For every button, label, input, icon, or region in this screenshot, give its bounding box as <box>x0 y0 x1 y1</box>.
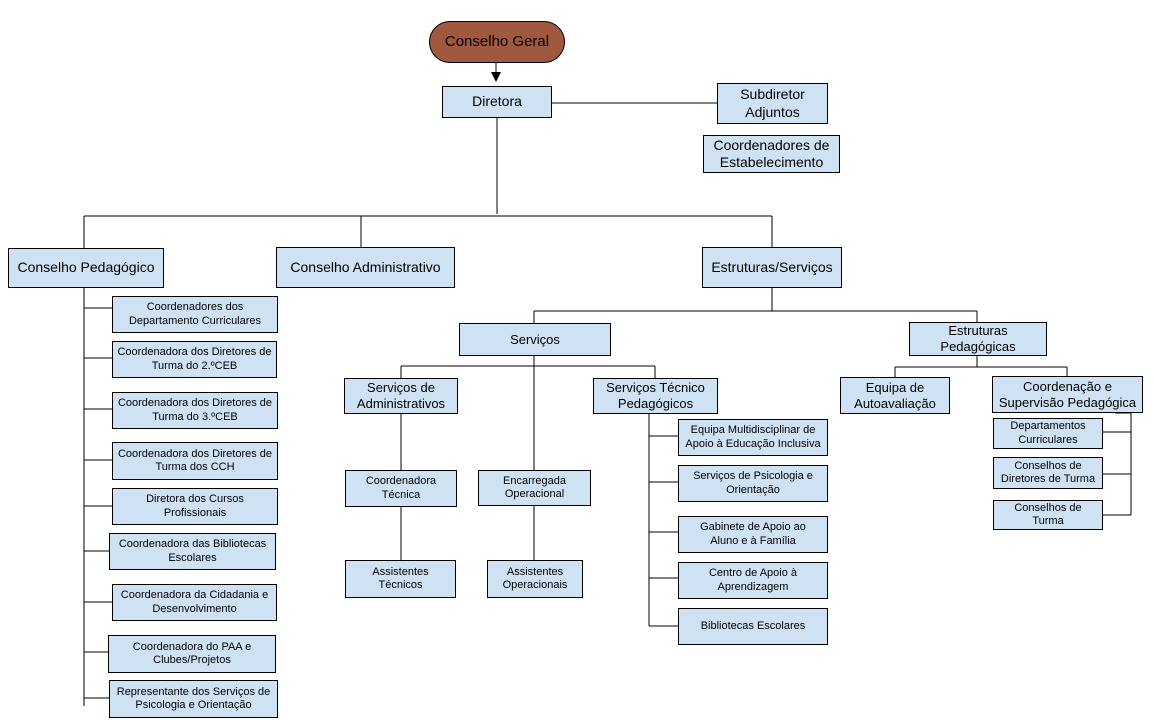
ped-item-label: Coordenadora dos Diretores de Turma dos … <box>117 447 273 473</box>
coordenadores-estabelecimento-label: Coordenadores de Estabelecimento <box>713 136 830 170</box>
diretora-node[interactable]: Diretora <box>442 86 552 118</box>
ped-item-label: Coordenadora dos Diretores de Turma do 3… <box>117 397 273 423</box>
servicos-psicologia-node[interactable]: Serviços de Psicologia e Orientação <box>678 465 828 502</box>
departamentos-curriculares-node[interactable]: Departamentos Curriculares <box>993 418 1103 449</box>
centro-apoio-label: Centro de Apoio à Aprendizagem <box>708 567 798 593</box>
servicos-tecnico-pedagogicos-label: Serviços Técnico Pedagógicos <box>606 380 705 411</box>
diretora-label: Diretora <box>472 93 522 110</box>
conselhos-turma-node[interactable]: Conselhos de Turma <box>993 500 1103 530</box>
encarregada-operacional-label: Encarregada Operacional <box>503 474 566 500</box>
ped-item-5[interactable]: Diretora dos Cursos Profissionais <box>112 488 278 525</box>
equipa-multidisciplinar-label: Equipa Multidisciplinar de Apoio à Educa… <box>685 424 821 450</box>
subdiretor-label: Subdiretor Adjuntos <box>740 86 805 120</box>
conselhos-diretores-turma-node[interactable]: Conselhos de Diretores de Turma <box>993 457 1103 489</box>
ped-item-label: Diretora dos Cursos Profissionais <box>146 493 244 519</box>
ped-item-3[interactable]: Coordenadora dos Diretores de Turma do 3… <box>112 392 278 429</box>
ped-item-label: Coordenadora da Cidadania e Desenvolvime… <box>120 589 269 615</box>
servicos-node[interactable]: Serviços <box>459 323 611 356</box>
ped-item-2[interactable]: Coordenadora dos Diretores de Turma do 2… <box>112 341 277 378</box>
coordenadora-tecnica-label: Coordenadora Técnica <box>365 475 437 501</box>
coordenacao-supervisao-node[interactable]: Coordenação e Supervisão Pedagógica <box>992 376 1143 413</box>
estruturas-servicos-label: Estruturas/Serviços <box>711 258 833 275</box>
servicos-administrativos-label: Serviços de Administrativos <box>356 380 446 411</box>
bibliotecas-escolares-label: Bibliotecas Escolares <box>700 619 806 632</box>
coordenadores-estabelecimento-node[interactable]: Coordenadores de Estabelecimento <box>703 135 840 173</box>
equipa-autoavaliacao-node[interactable]: Equipa de Autoavaliação <box>840 377 950 414</box>
assistentes-operacionais-label: Assistentes Operacionais <box>502 565 568 591</box>
ped-item-4[interactable]: Coordenadora dos Diretores de Turma dos … <box>112 442 278 480</box>
conselho-geral-label: Conselho Geral <box>444 32 550 50</box>
conselho-pedagogico-label: Conselho Pedagógico <box>17 259 155 276</box>
departamentos-curriculares-label: Departamentos Curriculares <box>1010 420 1086 446</box>
estruturas-servicos-node[interactable]: Estruturas/Serviços <box>702 247 842 288</box>
bibliotecas-escolares-node[interactable]: Bibliotecas Escolares <box>678 608 828 645</box>
estruturas-pedagogicas-label: Estruturas Pedagógicas <box>940 323 1016 354</box>
equipa-multidisciplinar-node[interactable]: Equipa Multidisciplinar de Apoio à Educa… <box>678 419 828 456</box>
ped-item-6[interactable]: Coordenadora das Bibliotecas Escolares <box>109 533 276 570</box>
ped-item-7[interactable]: Coordenadora da Cidadania e Desenvolvime… <box>112 584 277 621</box>
servicos-tecnico-pedagogicos-node[interactable]: Serviços Técnico Pedagógicos <box>593 378 718 414</box>
ped-item-label: Coordenadora das Bibliotecas Escolares <box>118 538 267 564</box>
assistentes-tecnicos-label: Assistentes Técnicos <box>372 565 429 591</box>
assistentes-operacionais-node[interactable]: Assistentes Operacionais <box>487 560 583 598</box>
ped-item-label: Coordenadora dos Diretores de Turma do 2… <box>117 346 272 372</box>
ped-item-label: Representante dos Serviços de Psicologia… <box>116 685 271 711</box>
conselhos-diretores-turma-label: Conselhos de Diretores de Turma <box>1000 459 1096 485</box>
subdiretor-node[interactable]: Subdiretor Adjuntos <box>717 83 828 124</box>
ped-item-9[interactable]: Representante dos Serviços de Psicologia… <box>109 680 278 718</box>
ped-item-label: Coordenadora do PAA e Clubes/Projetos <box>132 640 252 666</box>
estruturas-pedagogicas-node[interactable]: Estruturas Pedagógicas <box>909 322 1047 356</box>
gabinete-apoio-label: Gabinete de Apoio ao Aluno e à Família <box>700 521 806 547</box>
conselho-administrativo-node[interactable]: Conselho Administrativo <box>276 247 455 288</box>
ped-item-label: Coordenadores dos Departamento Curricula… <box>128 301 262 327</box>
equipa-autoavaliacao-label: Equipa de Autoavaliação <box>854 379 936 411</box>
servicos-label: Serviços <box>510 331 560 347</box>
coordenadora-tecnica-node[interactable]: Coordenadora Técnica <box>345 470 457 507</box>
servicos-administrativos-node[interactable]: Serviços de Administrativos <box>344 378 458 414</box>
centro-apoio-node[interactable]: Centro de Apoio à Aprendizagem <box>678 562 828 599</box>
ped-item-1[interactable]: Coordenadores dos Departamento Curricula… <box>112 296 278 333</box>
conselho-pedagogico-node[interactable]: Conselho Pedagógico <box>8 248 164 288</box>
servicos-psicologia-label: Serviços de Psicologia e Orientação <box>693 470 813 496</box>
conselho-administrativo-label: Conselho Administrativo <box>290 258 441 275</box>
ped-item-8[interactable]: Coordenadora do PAA e Clubes/Projetos <box>108 635 276 673</box>
conselhos-turma-label: Conselhos de Turma <box>1014 501 1082 527</box>
gabinete-apoio-node[interactable]: Gabinete de Apoio ao Aluno e à Família <box>678 516 828 553</box>
assistentes-tecnicos-node[interactable]: Assistentes Técnicos <box>345 560 456 598</box>
encarregada-operacional-node[interactable]: Encarregada Operacional <box>478 470 591 506</box>
conselho-geral-node[interactable]: Conselho Geral <box>429 21 565 63</box>
coordenacao-supervisao-label: Coordenação e Supervisão Pedagógica <box>998 378 1137 410</box>
